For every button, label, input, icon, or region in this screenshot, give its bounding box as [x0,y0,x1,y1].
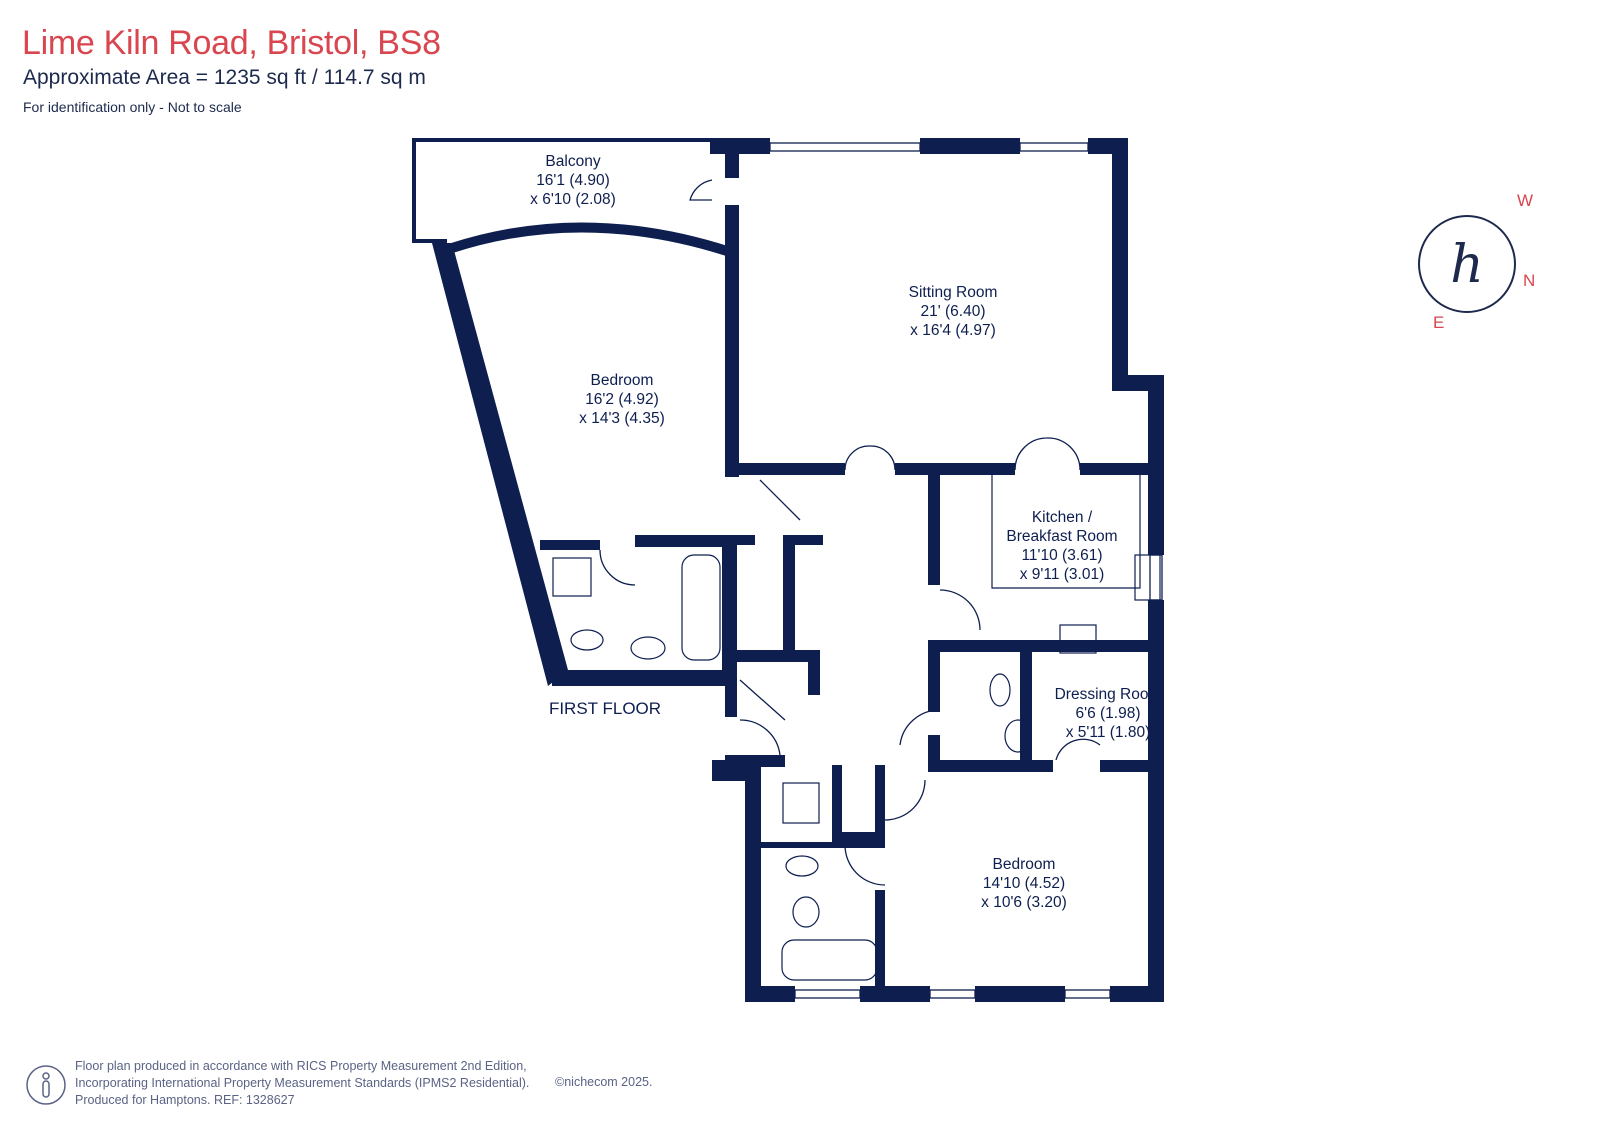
bedroom1-dim2: x 14'3 (4.35) [579,410,665,427]
footer-brand: ©nichecom 2025. [555,1075,653,1089]
dressing-dim2: x 5'11 (1.80) [1066,724,1151,741]
curved-wall [450,222,732,257]
footer-line3: Produced for Hamptons. REF: 1328627 [75,1093,295,1107]
wall [1112,138,1128,388]
sitting-name: Sitting Room [909,284,998,301]
wall [1110,986,1164,1002]
compass-logo: h [1450,235,1484,295]
hob [1059,624,1097,654]
compass-e: E [1433,313,1444,332]
page-title: Lime Kiln Road, Bristol, BS8 [22,24,441,62]
sink [1134,554,1161,601]
bedroom2-name: Bedroom [993,856,1056,873]
wall [432,243,568,686]
wall [832,832,885,842]
bedroom2-dim2: x 10'6 (3.20) [981,894,1067,911]
toilet [785,855,819,877]
wall [1100,760,1160,772]
wall [928,735,940,772]
footer-text: Floor plan produced in accordance with R… [75,1058,529,1109]
wall [928,463,940,585]
doors [599,179,1101,886]
bath [781,939,878,981]
basin [630,636,666,660]
footer-line2: Incorporating International Property Mea… [75,1076,530,1090]
wall [1080,463,1160,475]
fixtures [552,475,1161,981]
kitchen-name2: Breakfast Room [1006,528,1117,545]
wall [875,890,885,1000]
sitting-dim2: x 16'4 (4.97) [910,322,996,339]
wall [710,138,770,154]
dressing-name: Dressing Room [1055,686,1162,703]
wall [725,650,820,662]
wall [1148,760,1164,1000]
wall [808,650,820,695]
wall [928,652,940,712]
wall [895,463,1015,475]
compass-n: N [1523,271,1535,290]
wall [783,535,795,650]
wall [1148,600,1164,760]
wall [725,535,755,545]
wall [725,463,845,475]
walls [412,138,1164,1002]
wall [712,760,728,780]
wall [832,765,842,840]
wall [725,685,737,717]
scale-note: For identification only - Not to scale [23,99,242,115]
wall [725,205,739,477]
footer-line1: Floor plan produced in accordance with R… [75,1059,527,1073]
sitting-dim1: 21' (6.40) [921,303,986,320]
wall [540,540,600,550]
room-labels: Balcony 16'1 (4.90) x 6'10 (2.08) Bedroo… [530,153,1161,911]
compass-w: W [1517,191,1533,210]
compass-circle [1418,215,1516,313]
wall [635,535,730,547]
kitchen-dim2: x 9'11 (3.01) [1020,566,1105,583]
basin [1004,719,1032,753]
balcony-dim1: 16'1 (4.90) [536,172,610,189]
wall [722,535,737,685]
bedroom1-name: Bedroom [591,372,654,389]
dressing-dim1: 6'6 (1.98) [1076,705,1141,722]
wall [725,755,785,767]
bedroom2-dim1: 14'10 (4.52) [983,875,1065,892]
basin [792,896,820,928]
wall [860,986,930,1002]
wall [928,760,1053,772]
balcony-name: Balcony [545,153,600,170]
wall [412,138,416,243]
wall [920,138,1020,154]
floor-label: FIRST FLOOR [549,699,661,718]
wall [552,670,737,686]
approximate-area: Approximate Area = 1235 sq ft / 114.7 sq… [23,66,426,89]
kitchen-dim1: 11'10 (3.61) [1021,547,1102,564]
kitchen-name1: Kitchen / [1032,509,1093,526]
wall [745,765,761,1002]
wall [928,640,1158,652]
wall [412,138,712,142]
balcony-dim2: x 6'10 (2.08) [530,191,616,208]
wall [1020,652,1032,762]
wall [875,765,885,845]
wall [412,239,447,243]
wall [975,986,1065,1002]
wall [761,842,885,848]
wall [783,535,823,545]
toilet [570,629,604,651]
compass-rose: h W N E S [1418,191,1535,332]
shower-tray [782,782,820,824]
toilet [989,673,1011,707]
bedroom1-dim1: 16'2 (4.92) [585,391,659,408]
info-icon [26,1065,66,1105]
wall [725,138,739,178]
bath [681,554,721,661]
shower-tray [552,557,592,597]
